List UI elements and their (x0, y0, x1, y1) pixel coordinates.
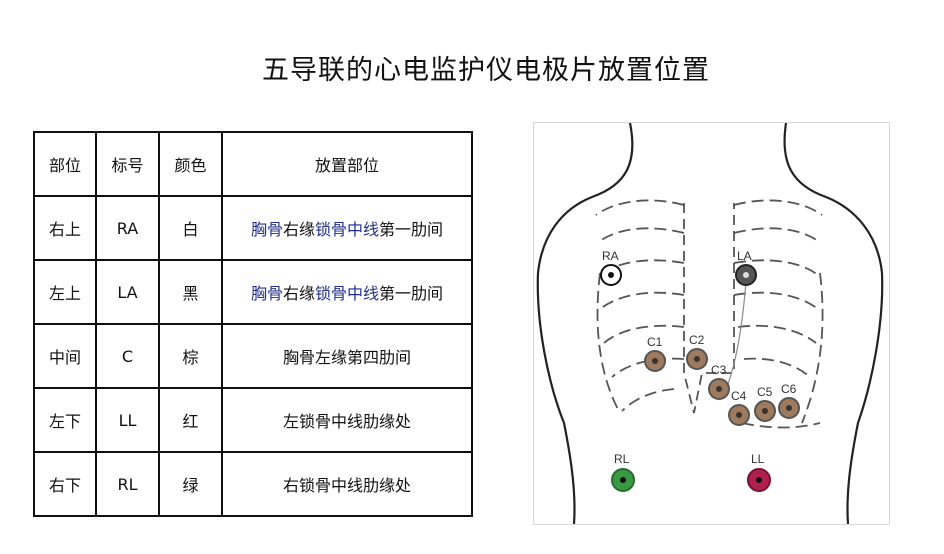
table-row: 右下 RL 绿 右锁骨中线肋缘处 (33, 451, 473, 517)
cell-part: 右下 (33, 451, 97, 517)
cell-placement: 胸骨右缘锁骨中线第一肋间 (221, 259, 473, 325)
torso-svg: RA LA C1 C2 C3 C4 C5 (536, 123, 884, 524)
label-C1: C1 (647, 335, 663, 349)
placement-segment: 右缘 (282, 220, 315, 239)
page-title: 五导联的心电监护仪电极片放置位置 (262, 55, 710, 86)
cell-color: 黑 (158, 259, 223, 325)
label-C4: C4 (731, 389, 747, 403)
electrode-C3: C3 (708, 363, 730, 400)
placement-segment: 锁骨中线 (315, 284, 380, 303)
cell-part: 左下 (33, 387, 97, 453)
electrode-C2: C2 (686, 333, 708, 370)
cell-placement: 右锁骨中线肋缘处 (221, 451, 473, 517)
electrode-C5: C5 (754, 385, 776, 422)
column-header-part: 部位 (33, 131, 97, 197)
label-RL: RL (614, 452, 630, 466)
cell-part: 左上 (33, 259, 97, 325)
column-header-color: 颜色 (158, 131, 223, 197)
electrode-RL: RL (611, 452, 635, 492)
column-header-placement: 放置部位 (221, 131, 473, 197)
electrode-C1: C1 (644, 335, 666, 372)
table-row: 中间 C 棕 胸骨左缘第四肋间 (33, 323, 473, 389)
placement-segment: 右缘 (282, 284, 315, 303)
placement-segment: 胸骨 (250, 220, 283, 239)
label-C3: C3 (711, 363, 727, 377)
label-C2: C2 (689, 333, 705, 347)
cell-color: 白 (158, 195, 223, 261)
placement-segment: 第一肋间 (379, 284, 444, 303)
placement-segment: 第一肋间 (379, 220, 444, 239)
label-C6: C6 (781, 382, 797, 396)
cell-color: 绿 (158, 451, 223, 517)
cell-code: LL (95, 387, 160, 453)
cell-placement: 左锁骨中线肋缘处 (221, 387, 473, 453)
label-RA: RA (602, 249, 619, 263)
cell-color: 红 (158, 387, 223, 453)
label-LL: LL (751, 452, 765, 466)
table-row: 左上 LA 黑 胸骨右缘锁骨中线第一肋间 (33, 259, 473, 325)
electrode-table: 部位 标号 颜色 放置部位 右上 RA 白 胸骨右缘锁骨中线第一肋间 左上 LA… (33, 131, 473, 517)
electrode-LL: LL (747, 452, 771, 492)
placement-segment: 锁骨中线 (315, 220, 380, 239)
electrode-RA: RA (600, 249, 622, 286)
placement-segment: 胸骨 (250, 284, 283, 303)
cell-code: RA (95, 195, 160, 261)
cell-code: C (95, 323, 160, 389)
cell-placement: 胸骨右缘锁骨中线第一肋间 (221, 195, 473, 261)
cell-part: 中间 (33, 323, 97, 389)
electrode-LA: LA (735, 249, 757, 286)
label-C5: C5 (757, 385, 773, 399)
table-header-row: 部位 标号 颜色 放置部位 (33, 131, 473, 197)
cell-placement: 胸骨左缘第四肋间 (221, 323, 473, 389)
torso-diagram: RA LA C1 C2 C3 C4 C5 (533, 122, 890, 525)
table-row: 右上 RA 白 胸骨右缘锁骨中线第一肋间 (33, 195, 473, 261)
electrode-C6: C6 (778, 382, 800, 419)
cell-code: RL (95, 451, 160, 517)
cell-color: 棕 (158, 323, 223, 389)
label-LA: LA (737, 249, 752, 263)
table-row: 左下 LL 红 左锁骨中线肋缘处 (33, 387, 473, 453)
cell-part: 右上 (33, 195, 97, 261)
cell-code: LA (95, 259, 160, 325)
column-header-code: 标号 (95, 131, 160, 197)
electrode-C4: C4 (728, 389, 750, 426)
